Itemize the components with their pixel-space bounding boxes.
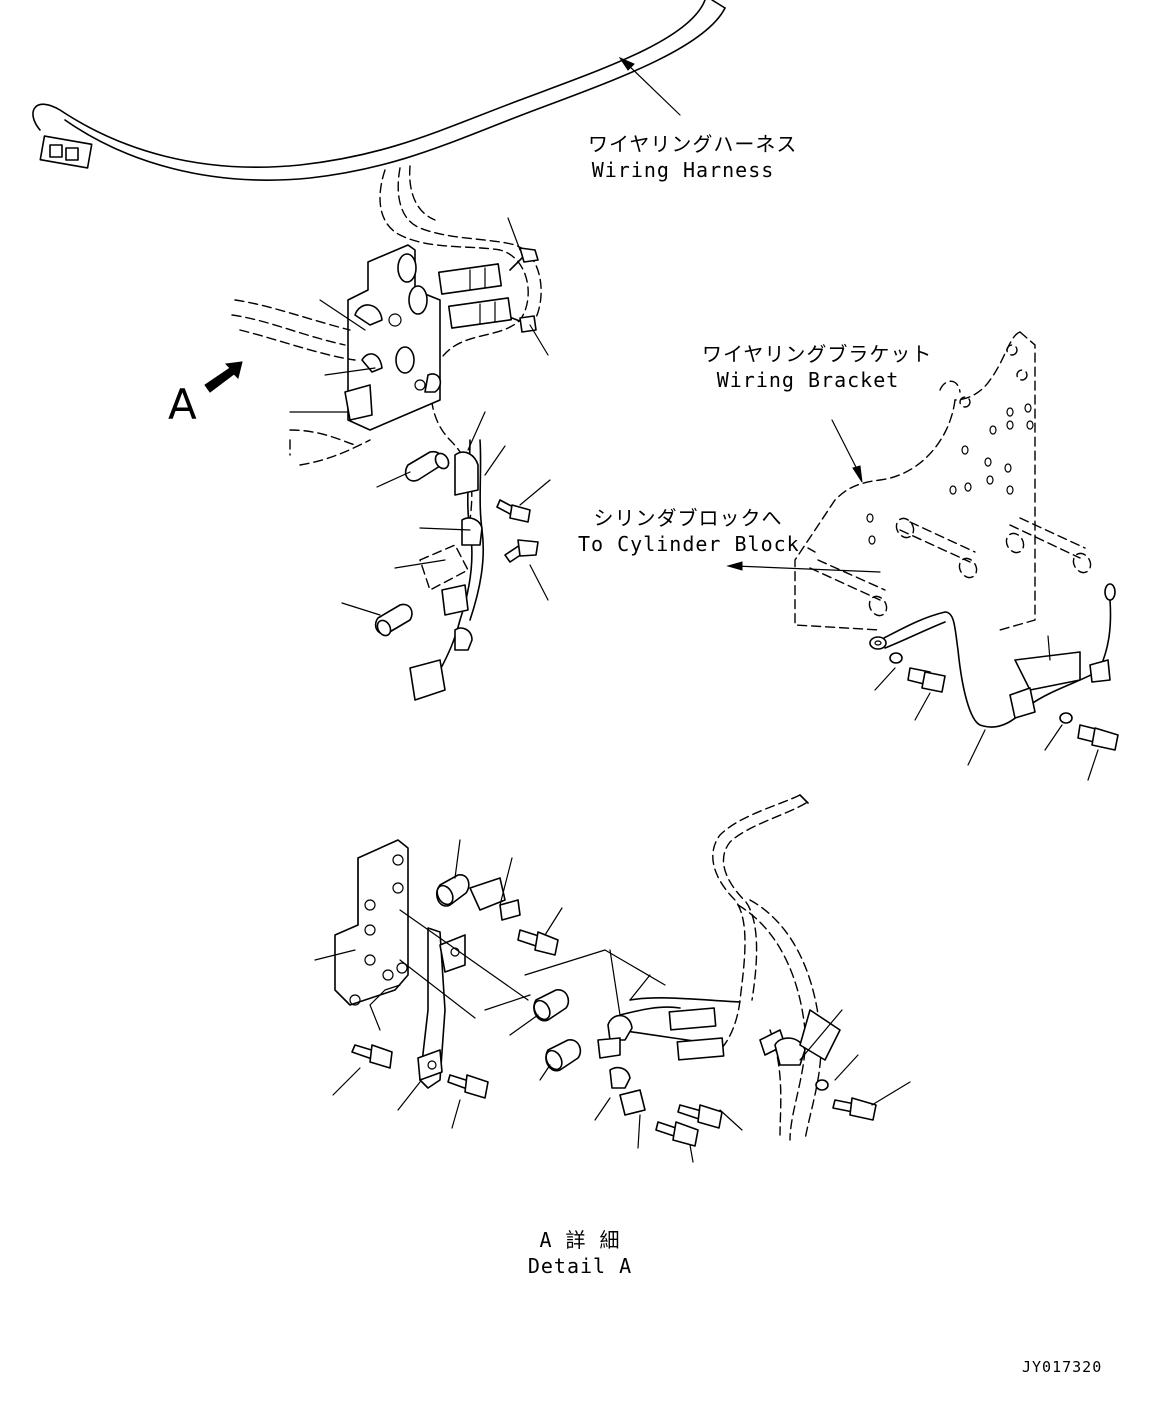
lower-harness-parts — [374, 439, 539, 701]
leader-lines-detail — [314, 839, 911, 1163]
detail-a-assembly-lines — [369, 909, 666, 1031]
wiring-bracket-plate — [794, 331, 1036, 631]
wiring-harness-main — [32, 0, 726, 181]
detail-a-bracket — [334, 839, 409, 1006]
to-cylinder-block-label-en: To Cylinder Block — [578, 532, 800, 556]
detail-a-label-jp: A 詳 細 — [539, 1228, 621, 1252]
view-a-arrow — [204, 361, 243, 393]
upper-clamps — [344, 253, 442, 421]
wiring-harness-label-jp: ワイヤリングハーネス — [588, 132, 798, 156]
detail-a-label-en: Detail A — [527, 1254, 633, 1278]
bracket-holes — [866, 403, 1034, 545]
leader-lines-top — [289, 56, 681, 616]
upper-connectors — [437, 247, 539, 333]
harness-end-connector — [39, 135, 93, 169]
hidden-hoses-left — [231, 299, 371, 466]
to-cylinder-block-label-jp: シリンダブロックへ — [593, 506, 783, 530]
leader-lines-right — [726, 419, 1099, 781]
detail-a-spacers — [435, 874, 582, 1072]
drawing-number: JY017320 — [1022, 1358, 1103, 1376]
detail-a-connectors — [469, 877, 841, 1116]
detail-a-bolts — [351, 929, 877, 1147]
bracket-spacers — [809, 517, 1092, 617]
detail-a-harness — [712, 794, 822, 1141]
detail-a-clamp-strap — [417, 927, 466, 1089]
wiring-bracket-label-en: Wiring Bracket — [716, 368, 900, 392]
wiring-harness-label-en: Wiring Harness — [591, 158, 775, 182]
wiring-bracket-label-jp: ワイヤリングブラケット — [702, 342, 933, 366]
ground-cable — [869, 583, 1119, 751]
view-a-label: A — [168, 380, 197, 429]
